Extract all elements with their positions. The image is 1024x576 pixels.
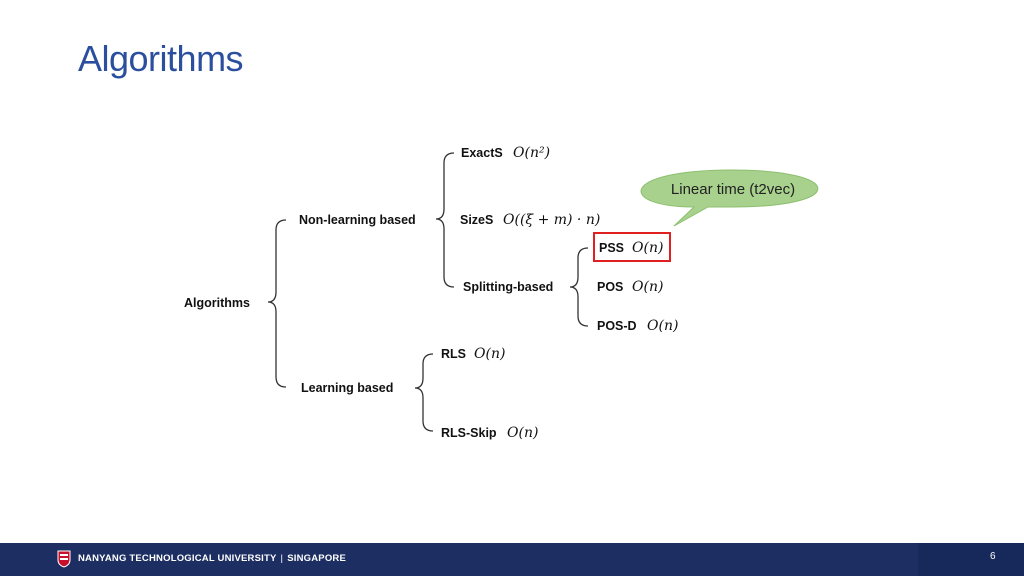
slide-title: Algorithms: [78, 38, 244, 79]
university-name: NANYANG TECHNOLOGICAL UNIVERSITY: [78, 553, 277, 564]
footer-bar: [0, 543, 1024, 576]
rls-label: RLS: [441, 347, 466, 361]
linear-time-callout: Linear time (t2vec): [640, 169, 819, 227]
page-number: 6: [990, 551, 996, 562]
sizes-complexity: O((ξ + m) · n): [503, 212, 600, 228]
splitting-brace: [569, 247, 589, 327]
rlsskip-label: RLS-Skip: [441, 426, 497, 440]
rlsskip-complexity: O(n): [507, 425, 538, 441]
callout-text: Linear time (t2vec): [671, 181, 795, 198]
footer-accent: [918, 543, 1024, 576]
pos-complexity: O(n): [632, 279, 663, 295]
university-location: SINGAPORE: [287, 553, 347, 564]
ntu-crest-icon: [57, 550, 71, 568]
pss-label: PSS: [599, 241, 624, 255]
exacts-label: ExactS: [461, 146, 503, 160]
posd-complexity: O(n): [647, 318, 678, 334]
exacts-complexity: O(n²): [513, 145, 550, 161]
footer-university-text: NANYANG TECHNOLOGICAL UNIVERSITY|SINGAPO…: [78, 553, 346, 564]
splitting-label: Splitting-based: [463, 280, 553, 294]
root-brace: [267, 219, 287, 388]
posd-label: POS-D: [597, 319, 637, 333]
pss-complexity: O(n): [632, 240, 663, 256]
pos-label: POS: [597, 280, 623, 294]
footer-separator: |: [280, 553, 284, 564]
rls-complexity: O(n): [474, 346, 505, 362]
non-learning-brace: [435, 152, 455, 288]
callout-bubble: [640, 169, 819, 227]
non-learning-label: Non-learning based: [299, 213, 416, 227]
algorithm-tree-diagram: Algorithms Non-learning based ExactS O(n…: [184, 145, 819, 441]
learning-label: Learning based: [301, 381, 393, 395]
pss-highlight-box: [593, 232, 671, 262]
root-label: Algorithms: [184, 296, 250, 310]
sizes-label: SizeS: [460, 213, 493, 227]
learning-brace: [414, 353, 434, 432]
